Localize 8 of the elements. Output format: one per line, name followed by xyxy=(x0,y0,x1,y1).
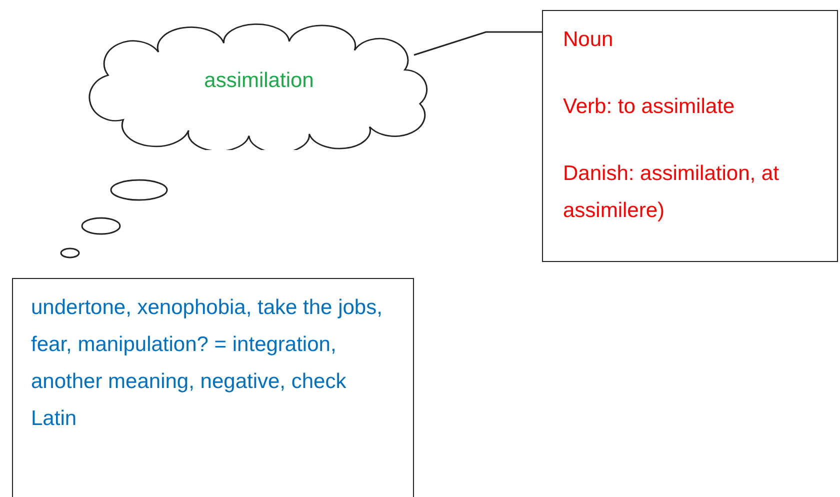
definition-text: Danish: assimilation, at assimilere) xyxy=(563,161,780,224)
definition-text: Verb: to assimilate xyxy=(563,94,736,120)
leader-line xyxy=(414,31,542,56)
definition-text: Noun xyxy=(563,27,614,53)
text-box xyxy=(12,278,414,497)
cloud-text: assimilation xyxy=(204,68,314,94)
text-box xyxy=(542,10,838,262)
notes-text: undertone, xenophobia, take the jobs, fear, manipulation? = integration, another meaning, negative, check Latin xyxy=(31,295,384,432)
